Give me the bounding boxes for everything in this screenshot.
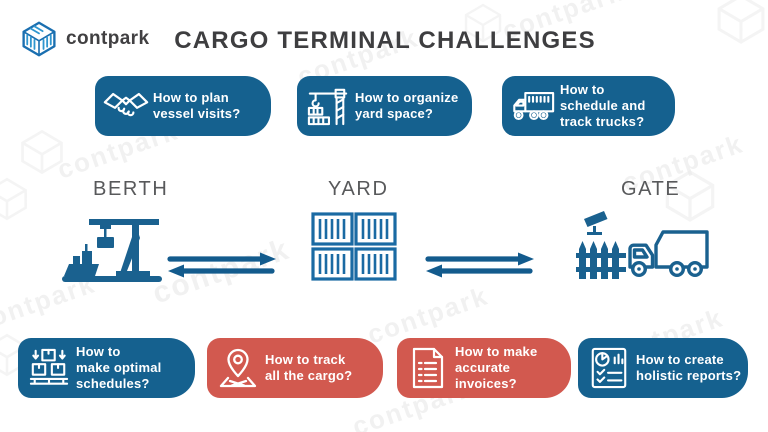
card-holistic-reports: How to create holistic reports? xyxy=(578,338,748,398)
card-accurate-invoices: How to make accurate invoices? xyxy=(397,338,571,398)
watermark-logo-icon xyxy=(21,129,63,175)
challenge-text: How to plan vessel visits? xyxy=(153,89,241,121)
brand-name: contpark xyxy=(66,28,150,49)
gate-camera-truck-icon xyxy=(576,211,709,279)
zone-label-berth: BERTH xyxy=(93,178,169,200)
challenge-text: How to organize yard space? xyxy=(355,89,459,121)
card-schedule-track-trucks: How to schedule and track trucks? xyxy=(502,76,675,136)
zone-label-yard: YARD xyxy=(328,178,389,200)
page-title: CARGO TERMINAL CHALLENGES xyxy=(174,27,596,54)
watermark-logo-icon xyxy=(717,0,765,44)
challenge-text: How to make accurate invoices? xyxy=(455,343,538,392)
watermark-logo-icon xyxy=(0,177,27,221)
contpark-logo-icon xyxy=(22,21,56,57)
card-plan-vessel-visits: How to plan vessel visits? xyxy=(95,76,271,136)
zone-label-gate: GATE xyxy=(621,178,681,200)
brand-logo: contpark xyxy=(20,20,149,58)
report-icon xyxy=(582,347,636,389)
invoice-icon xyxy=(401,347,455,389)
fence-icon xyxy=(576,241,626,279)
dump-truck-icon xyxy=(628,230,709,278)
load-plan-pallet-icon xyxy=(22,348,76,388)
challenge-text: How to schedule and track trucks? xyxy=(560,81,646,130)
truck-icon xyxy=(506,90,560,123)
double-arrow-icon xyxy=(167,252,276,278)
cctv-camera-icon xyxy=(584,211,608,235)
yard-crane-icon xyxy=(301,85,355,127)
double-arrow-icon xyxy=(425,252,534,278)
handshake-icon xyxy=(99,90,153,122)
watermark-logo-icon xyxy=(464,3,502,43)
card-optimal-schedules: How to make optimal schedules? xyxy=(18,338,195,398)
challenge-text: How to make optimal schedules? xyxy=(76,343,162,392)
container-stack-icon xyxy=(311,212,397,281)
card-track-cargo: How to track all the cargo? xyxy=(207,338,383,398)
map-pin-icon xyxy=(211,347,265,389)
challenge-text: How to create holistic reports? xyxy=(636,351,742,383)
quay-crane-ship-icon xyxy=(62,219,162,282)
watermark-logo-icon xyxy=(665,170,715,222)
challenge-text: How to track all the cargo? xyxy=(265,351,353,383)
card-organize-yard-space: How to organize yard space? xyxy=(297,76,472,136)
